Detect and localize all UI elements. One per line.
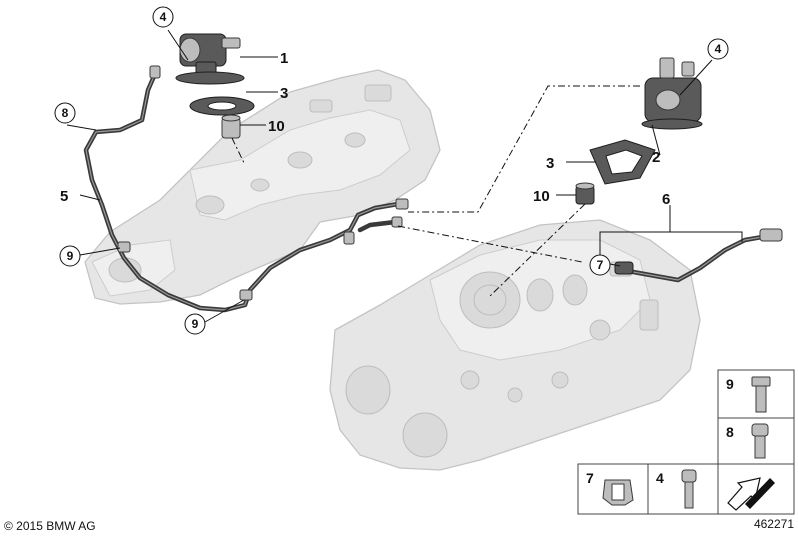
copyright-notice: © 2015 BMW AG	[4, 519, 96, 533]
svg-text:8: 8	[726, 424, 734, 440]
gasket-right	[589, 139, 656, 185]
gasket-left	[189, 96, 255, 116]
svg-text:9: 9	[192, 317, 199, 331]
callout-5: 5	[60, 188, 68, 205]
svg-text:9: 9	[726, 376, 734, 392]
svg-text:4: 4	[160, 10, 167, 24]
svg-text:7: 7	[597, 258, 604, 272]
sleeve-right	[575, 182, 595, 205]
right-cylinder-head-cover	[329, 219, 701, 471]
svg-text:4: 4	[656, 470, 664, 486]
callout-circle-9-left: 9	[59, 245, 81, 267]
fuel-line-6	[614, 228, 783, 283]
parts-legend: 9 8 7 4	[577, 369, 795, 515]
svg-text:9: 9	[67, 249, 74, 263]
callout-1: 1	[280, 50, 288, 67]
callout-circle-7: 7	[589, 254, 611, 276]
callout-3-right: 3	[546, 155, 554, 172]
callout-circle-9-bottom: 9	[184, 313, 206, 335]
svg-text:4: 4	[715, 42, 722, 56]
callout-6: 6	[662, 191, 670, 208]
legend-cell-8: 8	[717, 417, 795, 465]
direction-arrow-icon	[727, 477, 761, 511]
callout-2: 2	[652, 149, 660, 166]
high-pressure-pump-left	[175, 33, 245, 85]
fuel-line-5	[83, 65, 409, 313]
callout-circle-8: 8	[54, 102, 76, 124]
assembly-lines	[231, 85, 640, 297]
figure-number: 462271	[754, 517, 794, 531]
sleeve-left	[221, 114, 241, 139]
callouts: 1 3 10 5 2 3 10 6 4 8 9 9 4 7	[54, 6, 729, 335]
callout-3-left: 3	[280, 85, 288, 102]
left-cylinder-head-cover	[84, 69, 441, 305]
svg-text:8: 8	[62, 106, 69, 120]
legend-cell-9: 9	[717, 369, 795, 419]
callout-circle-4-right: 4	[707, 38, 729, 60]
legend-cell-4: 4	[647, 463, 719, 515]
legend-cell-7: 7	[577, 463, 649, 515]
legend-cell-arrow	[717, 463, 795, 515]
svg-text:7: 7	[586, 470, 594, 486]
high-pressure-pump-right	[641, 57, 703, 130]
leader-lines	[66, 29, 743, 323]
callout-10-right: 10	[533, 188, 550, 205]
callout-circle-4-left: 4	[152, 6, 174, 28]
callout-10-left: 10	[268, 118, 285, 135]
